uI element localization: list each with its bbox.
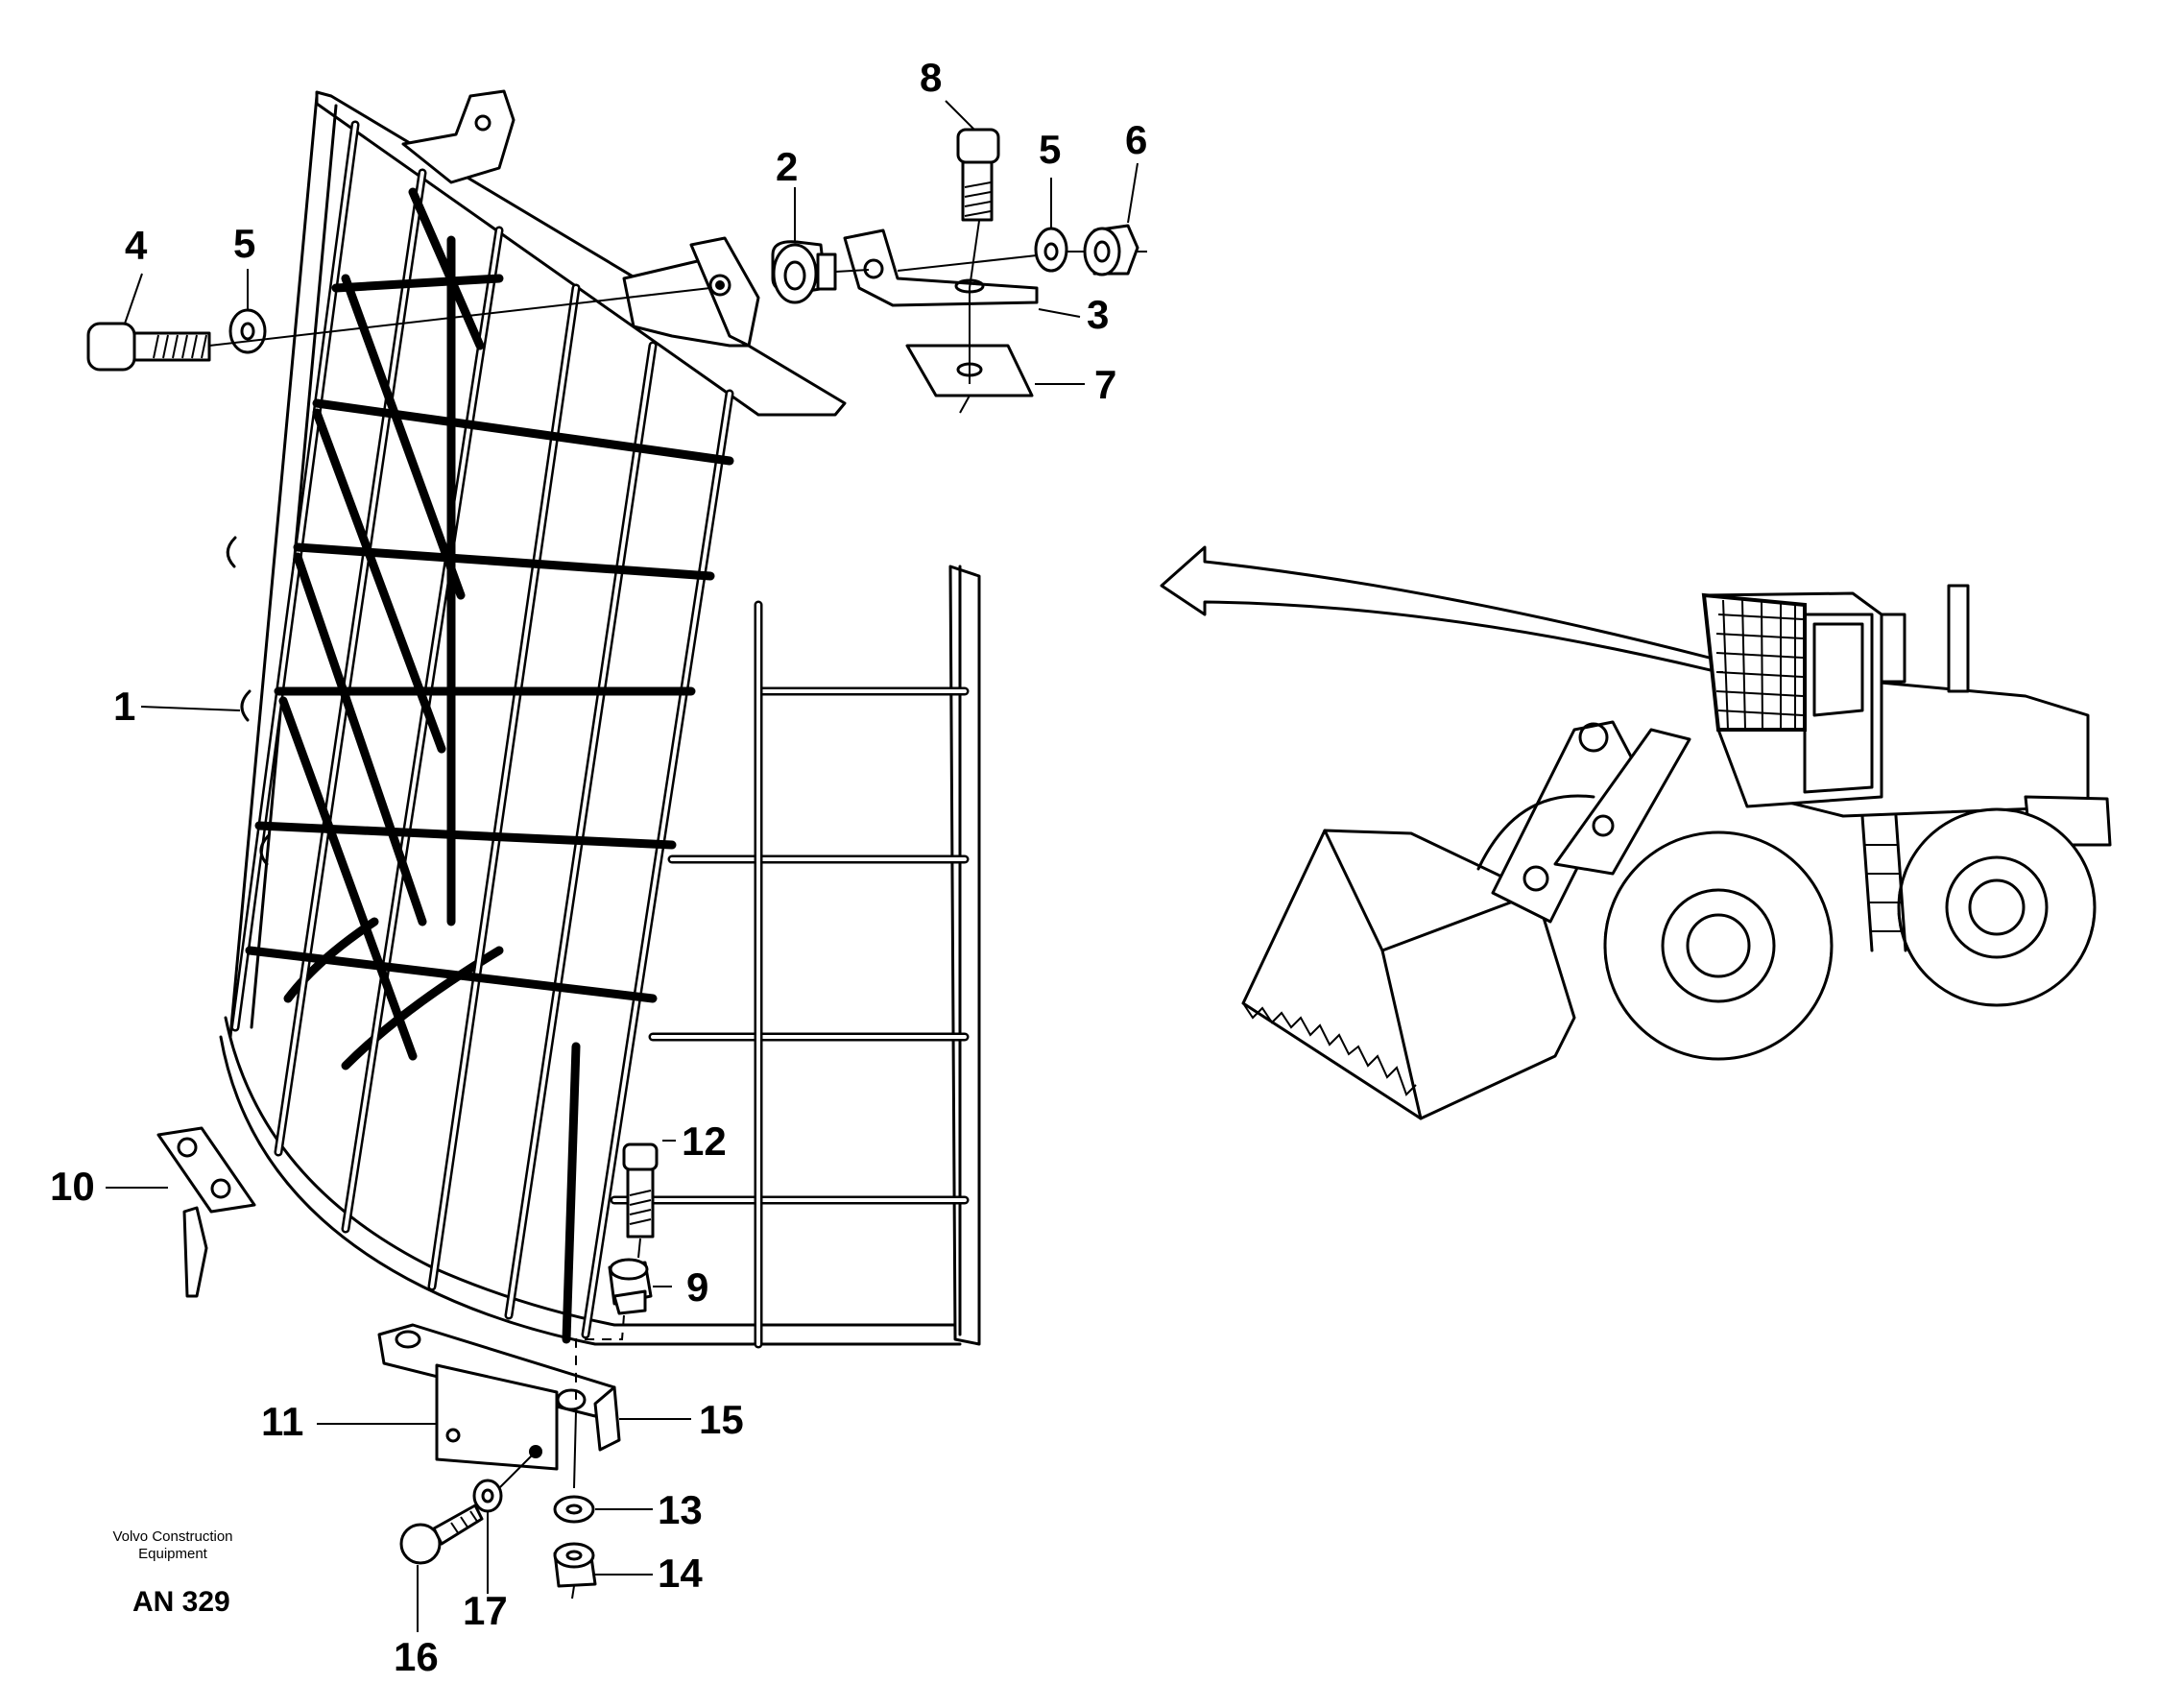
cab-guard-highlight bbox=[1701, 592, 1807, 732]
part-labels: 1 2 3 4 5 5 6 7 8 9 10 11 12 13 14 15 16… bbox=[50, 55, 1147, 1679]
drawing-code: AN 329 bbox=[132, 1586, 230, 1618]
part-label-14: 14 bbox=[658, 1551, 703, 1596]
part-label-3: 3 bbox=[1087, 292, 1109, 337]
upper-mount-bracket bbox=[86, 128, 1147, 414]
part-label-7: 7 bbox=[1094, 362, 1116, 407]
part-label-2: 2 bbox=[776, 144, 798, 189]
grille-vertical-rods bbox=[230, 120, 763, 1349]
part-label-5b: 5 bbox=[1039, 127, 1061, 172]
company-name-line2: Equipment bbox=[138, 1546, 208, 1562]
location-arrow bbox=[1160, 545, 1722, 674]
lower-mount-hardware bbox=[156, 1126, 659, 1600]
part-label-15: 15 bbox=[699, 1397, 744, 1442]
part-label-11: 11 bbox=[261, 1399, 303, 1444]
part-label-16: 16 bbox=[394, 1634, 439, 1679]
grille-cross-rods bbox=[245, 187, 734, 1061]
part-label-1: 1 bbox=[113, 684, 135, 729]
part-label-5a: 5 bbox=[233, 221, 255, 266]
part-label-6: 6 bbox=[1125, 117, 1147, 162]
footer: Volvo Construction Equipment AN 329 bbox=[112, 1528, 232, 1618]
part-label-17: 17 bbox=[463, 1588, 508, 1633]
leader-lines bbox=[106, 100, 1139, 1632]
part-label-13: 13 bbox=[658, 1487, 703, 1532]
company-name-line1: Volvo Construction bbox=[112, 1528, 232, 1545]
part-label-4: 4 bbox=[125, 223, 148, 268]
part-label-9: 9 bbox=[686, 1264, 708, 1310]
wheel-loader-illustration bbox=[1241, 584, 2112, 1120]
part-label-12: 12 bbox=[682, 1119, 727, 1164]
part-label-10: 10 bbox=[50, 1164, 95, 1209]
part-label-8: 8 bbox=[920, 55, 942, 100]
